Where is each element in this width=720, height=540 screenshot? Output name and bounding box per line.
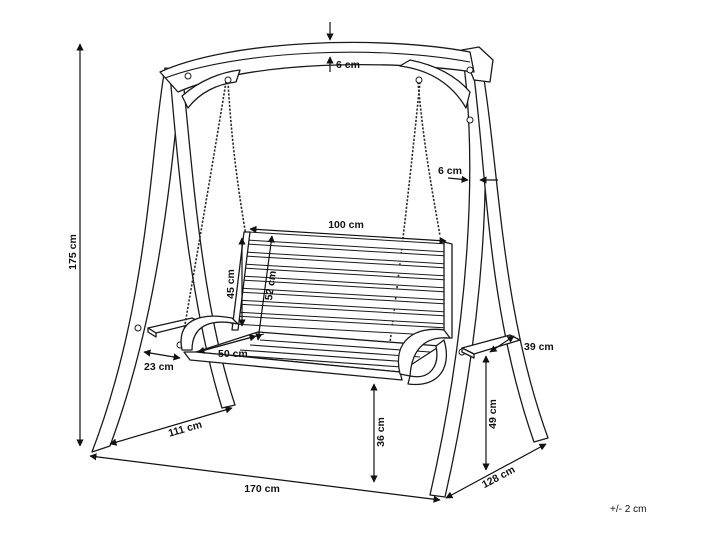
leg-spread-line (109, 406, 233, 446)
tolerance-note: +/- 2 cm (610, 504, 646, 515)
right-armrest-scroll (407, 339, 448, 386)
depth-dimension-line (445, 443, 547, 499)
backrest (231, 231, 453, 339)
chain-left-front (181, 81, 227, 343)
chain-left-back (227, 81, 247, 237)
seat-slat (249, 344, 421, 358)
arch-beam (159, 41, 475, 93)
bolt (134, 324, 142, 332)
seat-slat (239, 349, 411, 363)
left-side-table-edge (147, 327, 157, 338)
chain-right-back (417, 81, 441, 237)
bolt (466, 66, 474, 74)
arch-beam-edge (164, 51, 471, 79)
right-post-back (471, 49, 549, 443)
right-armrest (397, 328, 451, 377)
table-depth-line (489, 335, 515, 353)
post-left-arrow (447, 175, 469, 183)
total-width-label: 170 cm (244, 483, 280, 495)
backrest-diagonal-label: 52 cm (263, 270, 279, 301)
seat-height-label: 36 cm (375, 417, 387, 447)
bolt (466, 116, 474, 124)
seat-depth-line (197, 334, 257, 354)
seat-width-label: 100 cm (328, 219, 364, 231)
total-height-label: 175 cm (67, 234, 79, 270)
seat-depth-label: 50 cm (218, 348, 248, 360)
backrest-diagonal-line (255, 235, 275, 341)
right-brace (399, 59, 471, 109)
bolt (184, 72, 192, 80)
left-armrest (180, 315, 239, 351)
left-post (91, 67, 183, 453)
side-table-width-label: 23 cm (144, 361, 174, 373)
backrest-height-label: 45 cm (225, 269, 237, 299)
seat-width-line (249, 225, 447, 245)
table-height-label: 49 cm (487, 399, 499, 429)
chain-hook (415, 76, 423, 84)
side-table-depth-label: 39 cm (524, 341, 554, 353)
right-side-table-edge (461, 347, 475, 359)
post-thickness-label: 6 cm (438, 165, 462, 177)
chain-hook (224, 76, 232, 84)
backrest-post (443, 241, 453, 339)
swing-frame (91, 41, 549, 498)
seat-front-rail (183, 351, 403, 381)
dimension-lines (76, 22, 547, 503)
table-width-line (143, 349, 181, 361)
width-dimension-line (89, 453, 441, 503)
arch-thickness-label: 6 cm (336, 59, 360, 71)
bench (180, 231, 453, 386)
seat-slat (229, 354, 403, 368)
